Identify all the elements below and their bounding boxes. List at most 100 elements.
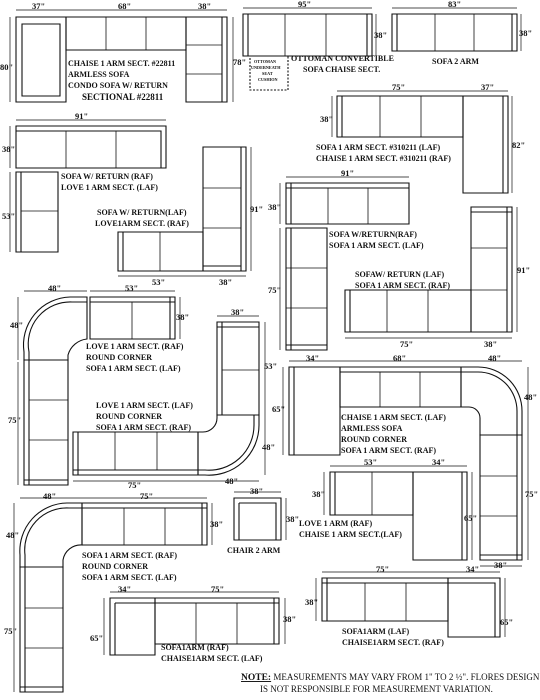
dim-48: 48" xyxy=(10,320,23,330)
dim-38: 38" xyxy=(305,597,318,607)
label-g2-1: OTTOMAN CONVERTIBLE xyxy=(291,54,394,63)
dim-65: 65" xyxy=(500,617,513,627)
label-g2-2: SOFA CHAISE SECT. xyxy=(303,65,380,74)
label-g11-3: ROUND CORNER xyxy=(341,435,407,444)
dim-37: 37" xyxy=(32,1,45,11)
label-g1-4: SECTIONAL #22811 xyxy=(82,92,164,102)
label-g11-4: SOFA 1 ARM SECT. (RAF) xyxy=(341,446,436,455)
label-g9-1: LOVE 1 ARM SECT. (RAF) xyxy=(86,342,184,351)
chaise-laf-sofa-raf xyxy=(109,597,280,656)
label-g8-1: SOFAW/ RETURN (LAF) xyxy=(355,270,445,279)
label-g11-1: CHAISE 1 ARM SECT. (LAF) xyxy=(341,413,446,422)
label-g1-1: CHAISE 1 ARM SECT. #22811 xyxy=(68,59,175,68)
dim-48: 48" xyxy=(43,491,56,501)
label-g4-1: SOFA 1 ARM SECT. #310211 (LAF) xyxy=(316,143,440,152)
dim-91: 91" xyxy=(250,204,263,214)
label-g8-2: SOFA 1 ARM SECT. (RAF) xyxy=(355,281,450,290)
dim-48: 48" xyxy=(48,283,61,293)
label-g1-3: CONDO SOFA W/ RETURN xyxy=(68,81,168,90)
measurement-note-line1: NOTE: MEASUREMENTS MAY VARY FROM 1" TO 2… xyxy=(241,672,540,683)
dim-38: 38" xyxy=(484,339,497,349)
ottoman-note-4: CUSHION xyxy=(258,77,278,82)
dim-53: 53" xyxy=(152,277,165,287)
dim-38: 38" xyxy=(2,144,15,154)
round-corner-sectional-b xyxy=(72,321,260,476)
note-text-1: MEASUREMENTS MAY VARY FROM 1" TO 2 ½". F… xyxy=(271,672,540,682)
dim-65: 65" xyxy=(90,633,103,643)
dim-53: 53" xyxy=(125,283,138,293)
dim-53: 53" xyxy=(364,457,377,467)
dim-80: 80" xyxy=(0,62,13,72)
dim-38: 38" xyxy=(250,486,263,496)
dim-75: 75" xyxy=(4,626,17,636)
label-g6-2: LOVE1ARM SECT. (RAF) xyxy=(95,219,189,228)
dim-38: 38" xyxy=(176,312,189,322)
dim-75: 75" xyxy=(128,480,141,490)
round-corner-sectional-c xyxy=(19,502,208,693)
dim-38: 38" xyxy=(312,489,325,499)
love-raf-chaise-laf xyxy=(329,471,468,561)
dim-91: 91" xyxy=(75,111,88,121)
dim-75: 75" xyxy=(8,415,21,425)
label-g9-3: SOFA 1 ARM SECT. (LAF) xyxy=(86,364,181,373)
label-g15-2: CHAISE1ARM SECT. (LAF) xyxy=(161,654,263,663)
note-prefix: NOTE: xyxy=(241,673,271,683)
armless-sofa-piece xyxy=(65,16,187,51)
dim-75: 75" xyxy=(140,491,153,501)
dim-38: 38" xyxy=(198,1,211,11)
dim-38: 38" xyxy=(286,514,299,524)
dim-75: 75" xyxy=(525,489,538,499)
sofa-return-raf-sofa-laf xyxy=(285,182,410,351)
dim-38: 38" xyxy=(283,614,296,624)
dim-38: 38" xyxy=(268,202,281,212)
chair-2-arm xyxy=(233,497,282,541)
label-g11-2: ARMLESS SOFA xyxy=(341,424,403,433)
dim-68: 68" xyxy=(393,353,406,363)
dim-48: 48" xyxy=(488,353,501,363)
dim-75: 75" xyxy=(268,285,281,295)
dim-65: 65" xyxy=(272,404,285,414)
dim-38: 38" xyxy=(320,114,333,124)
label-g14: CHAIR 2 ARM xyxy=(227,546,281,555)
ottoman-note-3: SEAT xyxy=(262,71,273,76)
dim-83: 83" xyxy=(448,0,461,9)
dim-38: 38" xyxy=(494,560,507,570)
label-g5-2: LOVE 1 ARM SECT. (LAF) xyxy=(61,183,158,192)
ottoman-note-1: OTTOMAN xyxy=(254,59,276,64)
label-g4-2: CHAISE 1 ARM SECT. #310211 (RAF) xyxy=(316,154,451,163)
dim-38: 38" xyxy=(231,307,244,317)
sofa-return-raf-love-laf xyxy=(15,125,167,253)
label-g3: SOFA 2 ARM xyxy=(432,57,479,66)
dim-75: 75" xyxy=(392,82,405,92)
sectional-310211 xyxy=(336,95,509,194)
measurement-note-line2: IS NOT RESPONSIBLE FOR MEASUREMENT VARIA… xyxy=(260,684,493,694)
label-g1-2: ARMLESS SOFA xyxy=(68,70,130,79)
label-g10-3: SOFA 1 ARM SECT. (RAF) xyxy=(96,423,191,432)
label-g16-2: CHAISE1ARM SECT. (RAF) xyxy=(342,638,444,647)
dim-34: 34" xyxy=(306,353,319,363)
ottoman-note-2: UNDERNEATH xyxy=(251,65,281,70)
chaise-round-corner-sectional xyxy=(288,366,523,561)
dim-48: 48" xyxy=(225,476,238,486)
label-g10-2: ROUND CORNER xyxy=(96,412,162,421)
label-g10-1: LOVE 1 ARM SECT. (LAF) xyxy=(96,401,193,410)
dim-38: 38" xyxy=(210,519,223,529)
label-g13-2: ROUND CORNER xyxy=(82,562,148,571)
dim-82: 82" xyxy=(512,140,525,150)
dim-65: 65" xyxy=(464,513,477,523)
label-g13-3: SOFA 1 ARM SECT. (LAF) xyxy=(82,573,177,582)
dim-37: 37" xyxy=(481,82,494,92)
dim-38: 38" xyxy=(519,28,532,38)
dim-34: 34" xyxy=(118,584,131,594)
dim-48: 48" xyxy=(524,392,537,402)
dim-53: 53" xyxy=(264,361,277,371)
sectional-22811 xyxy=(15,16,228,103)
sofa-laf-chaise-raf xyxy=(321,577,501,638)
label-g12-1: LOVE 1 ARM (RAF) xyxy=(299,519,372,528)
sofa-2-arm xyxy=(391,13,518,52)
dim-91: 91" xyxy=(517,265,530,275)
dim-38: 38" xyxy=(374,30,387,40)
dim-91: 91" xyxy=(341,168,354,178)
